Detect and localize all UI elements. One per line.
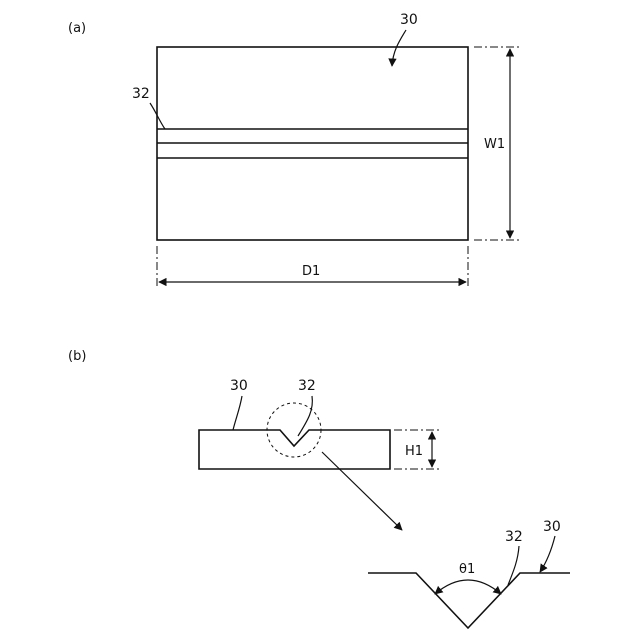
section-groove-reference-label: 32 <box>298 378 316 394</box>
panel-a-label: (a) <box>68 21 86 36</box>
groove-reference-label: 32 <box>132 86 150 102</box>
panel-a: (a) 30 32 W1 D1 <box>68 12 520 288</box>
plate-leader-arrow <box>392 30 406 66</box>
height-dimension-label: H1 <box>405 444 423 459</box>
panel-b-label: (b) <box>68 349 86 364</box>
section-plate-reference-label: 30 <box>230 378 248 394</box>
panel-b: (b) 30 32 H1 <box>68 349 442 530</box>
detail-groove-reference-label: 32 <box>505 529 523 545</box>
groove-detail: θ1 32 30 <box>368 519 570 628</box>
section-plate-leader-line <box>233 396 242 430</box>
angle-label: θ1 <box>459 562 475 577</box>
width-dimension-label: W1 <box>484 137 505 152</box>
angle-arc <box>435 580 501 594</box>
detail-plate-leader-arrow <box>540 536 555 572</box>
plate-reference-label: 30 <box>400 12 418 28</box>
groove-detail-profile <box>368 573 570 628</box>
depth-dimension-label: D1 <box>302 264 320 279</box>
plate-cross-section <box>199 430 390 469</box>
detail-plate-reference-label: 30 <box>543 519 561 535</box>
